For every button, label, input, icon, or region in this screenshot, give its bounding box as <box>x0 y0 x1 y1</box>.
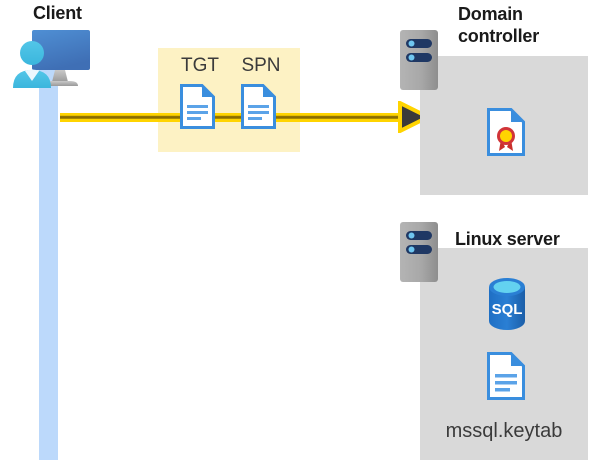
linux-server-title: Linux server <box>455 229 560 249</box>
tgt-label: TGT <box>181 55 219 76</box>
auth-request-arrow-line <box>60 113 420 122</box>
arrow-bar <box>60 113 420 122</box>
client-title: Client <box>33 3 82 23</box>
domain-controller-title: Domain controller <box>458 4 540 46</box>
sql-database-icon: SQL <box>486 278 528 330</box>
keytab-document-icon <box>487 352 525 400</box>
svg-text:SQL: SQL <box>492 301 523 318</box>
spn-label: SPN <box>241 55 281 76</box>
auth-request-arrowhead <box>398 99 433 135</box>
linux-server-server-icon <box>400 222 438 282</box>
client-lifeline <box>39 70 58 460</box>
client-workstation-icon <box>8 26 94 100</box>
certificate-document-icon <box>487 108 525 156</box>
keytab-filename-label: mssql.keytab <box>445 420 563 442</box>
spn-document-icon <box>241 84 276 129</box>
tgt-document-icon <box>180 84 215 129</box>
domain-controller-server-icon <box>400 30 438 90</box>
